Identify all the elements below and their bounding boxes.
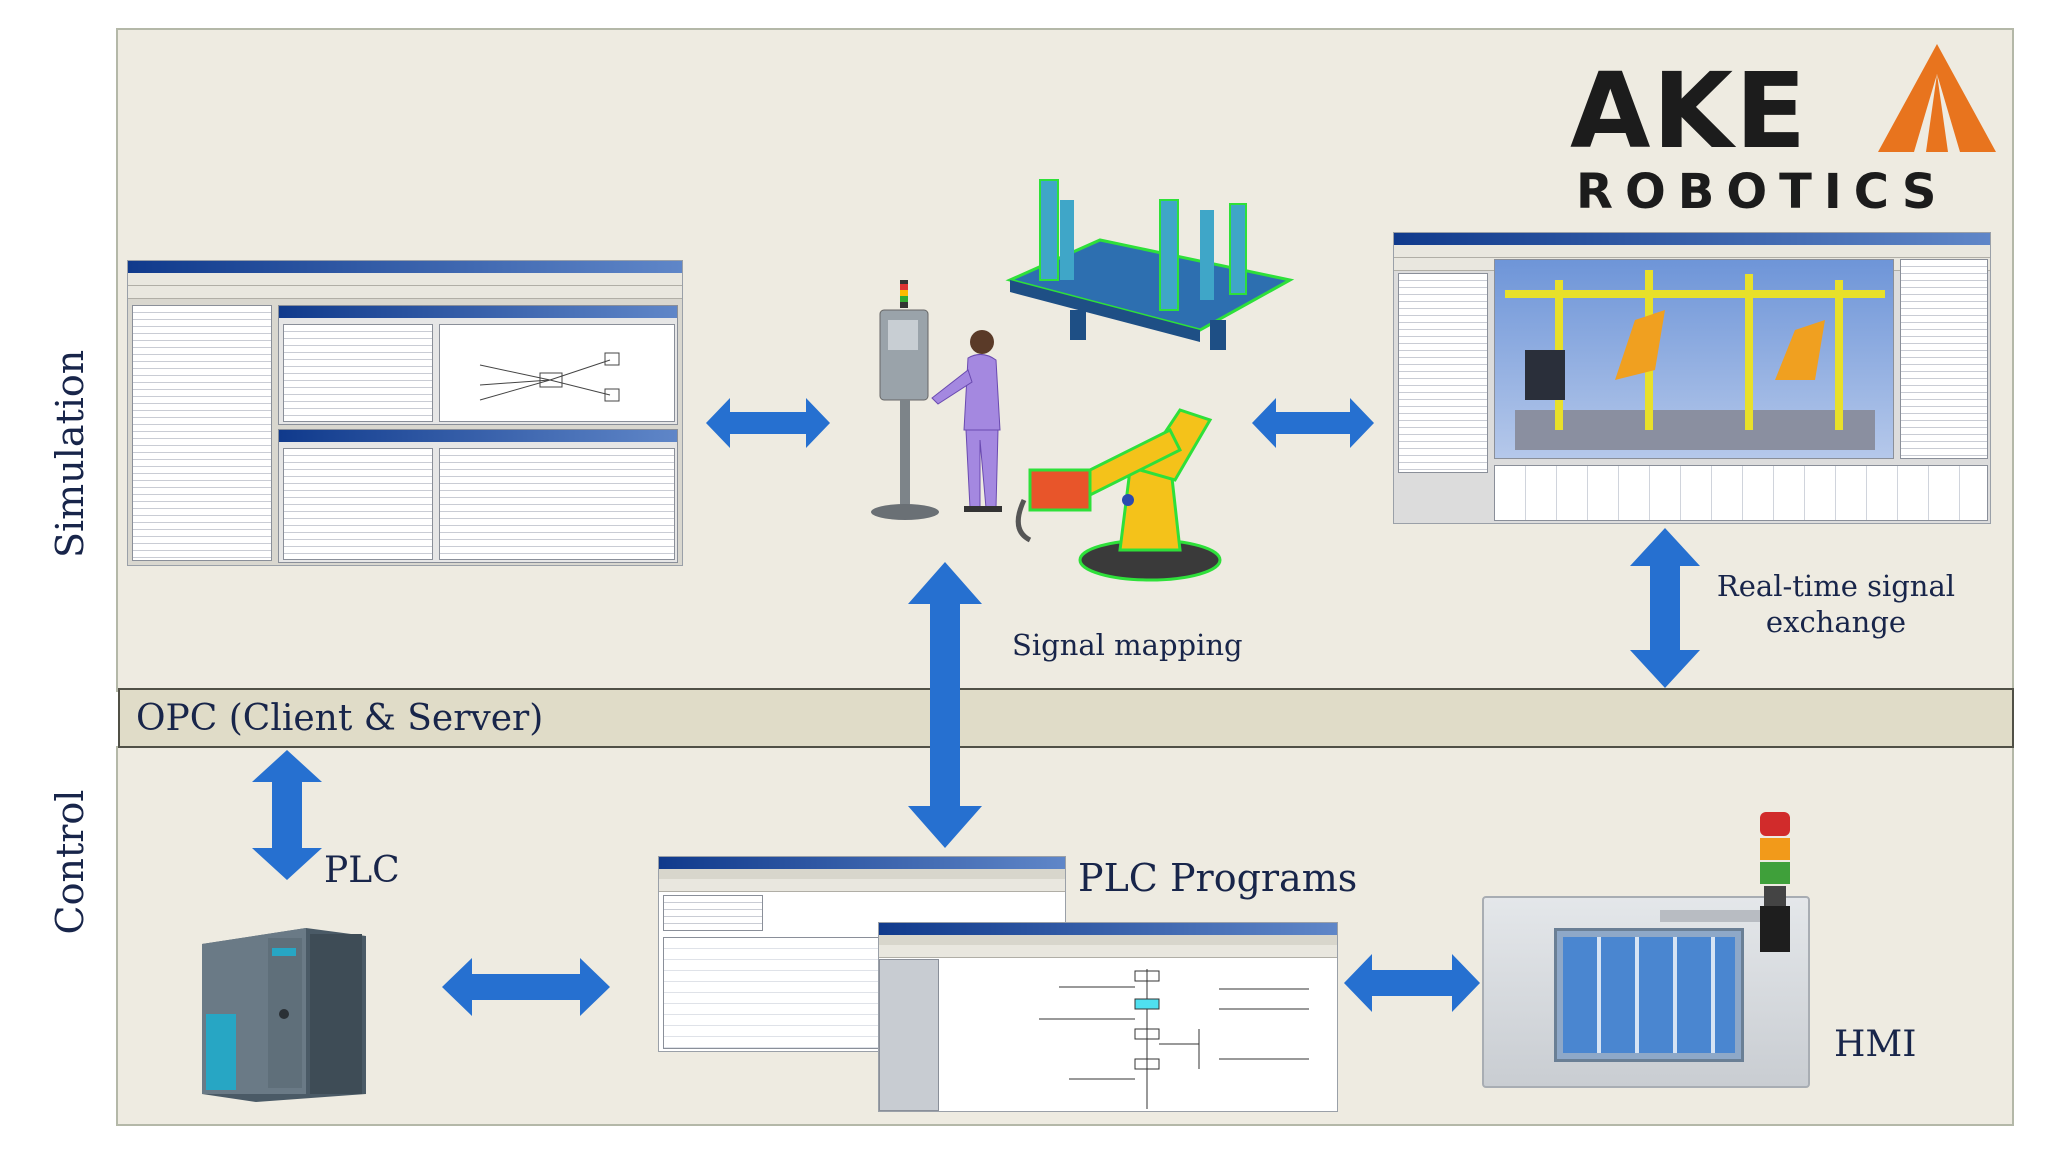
opc-band: OPC (Client & Server)	[118, 688, 2014, 748]
double-arrow-vertical	[252, 750, 322, 880]
signal-tower-icon	[1760, 812, 1790, 952]
plc-module-icon	[202, 928, 366, 1102]
double-arrow-horizontal	[1252, 398, 1374, 448]
double-arrow-horizontal	[706, 398, 830, 448]
hmi-panel-icon	[1482, 896, 1810, 1088]
control-section-label: Control	[48, 789, 92, 935]
double-arrow-horizontal	[442, 958, 610, 1016]
signal-mapping-label: Signal mapping	[1012, 628, 1243, 662]
robot-cell-simulation-icon	[1393, 232, 1991, 524]
logo-word-ake: AKE	[1570, 50, 1809, 172]
industrial-robot-icon	[1015, 408, 1222, 582]
opc-band-label: OPC (Client & Server)	[136, 698, 544, 739]
hmi-label: HMI	[1834, 1024, 1917, 1065]
plc-program-screenshot-icon	[878, 922, 1338, 1112]
ake-robotics-logo: AKE ROBOTICS	[1570, 40, 2010, 220]
realtime-exchange-label: Real-time signal exchange	[1700, 568, 1972, 640]
plc-label: PLC	[324, 850, 400, 891]
logo-triangle-icon	[1878, 44, 1996, 152]
welding-fixture-icon	[1005, 179, 1295, 350]
realtime-exchange-line-1: Real-time signal	[1716, 569, 1956, 603]
simulation-section-label: Simulation	[48, 349, 92, 558]
realtime-exchange-line-2: exchange	[1765, 605, 1907, 639]
double-arrow-vertical	[1630, 528, 1700, 688]
double-arrow-horizontal	[1344, 954, 1480, 1012]
operator-at-control-panel-icon	[871, 280, 1002, 520]
software-screenshot-icon	[127, 260, 683, 566]
double-arrow-vertical	[908, 562, 982, 848]
logo-word-robotics: ROBOTICS	[1576, 164, 1949, 220]
plc-programs-label: PLC Programs	[1078, 856, 1358, 900]
